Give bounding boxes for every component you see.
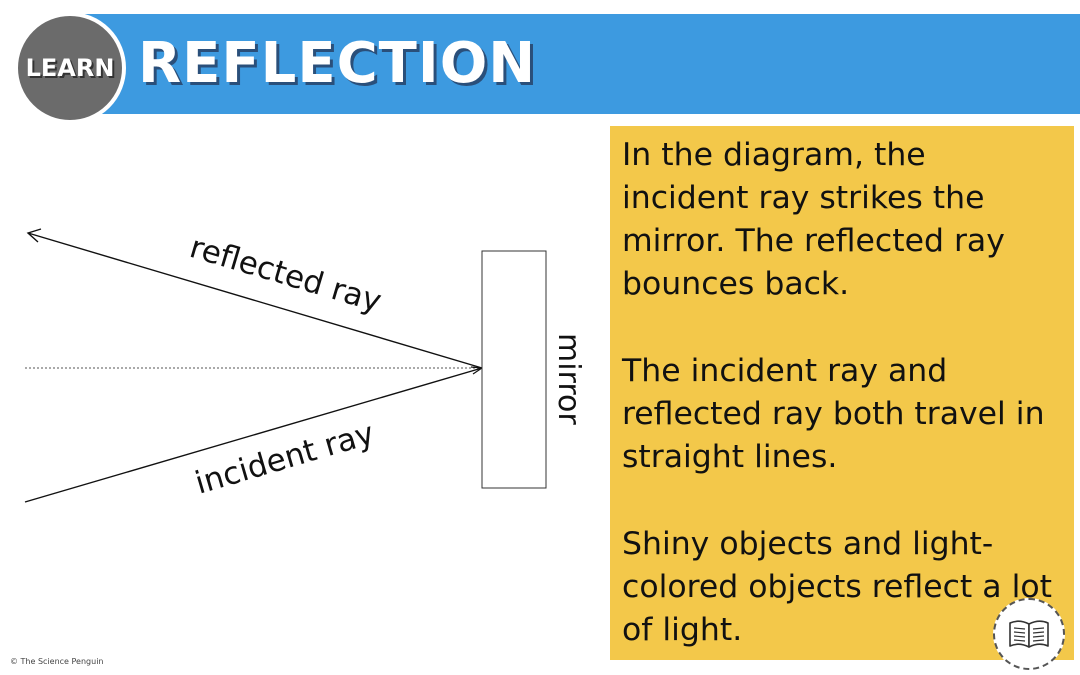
incident-ray-line (24, 367, 483, 503)
mirror (481, 250, 547, 489)
info-box: In the diagram, the incident ray strikes… (610, 126, 1074, 660)
copyright-text: © The Science Penguin (10, 657, 104, 666)
mirror-label: mirror (551, 333, 586, 425)
info-paragraph-3: Shiny objects and light-colored objects … (622, 526, 1052, 648)
info-paragraph-2: The incident ray and reflected ray both … (622, 353, 1045, 475)
page-title: REFLECTION (138, 31, 537, 96)
header-bar (60, 14, 1080, 114)
open-book-icon (1009, 620, 1049, 648)
reflected-arrowhead-icon (26, 228, 42, 243)
info-paragraph-1: In the diagram, the incident ray strikes… (622, 137, 1005, 302)
book-badge (993, 598, 1065, 670)
learn-badge: LEARN (14, 12, 126, 124)
reflected-ray-line (27, 232, 483, 369)
learn-badge-label: LEARN (25, 54, 115, 82)
reflected-ray-label: reflected ray (186, 229, 386, 320)
incident-ray-label: incident ray (191, 415, 378, 501)
reflection-diagram: reflected ray incident ray mirror (24, 228, 586, 503)
